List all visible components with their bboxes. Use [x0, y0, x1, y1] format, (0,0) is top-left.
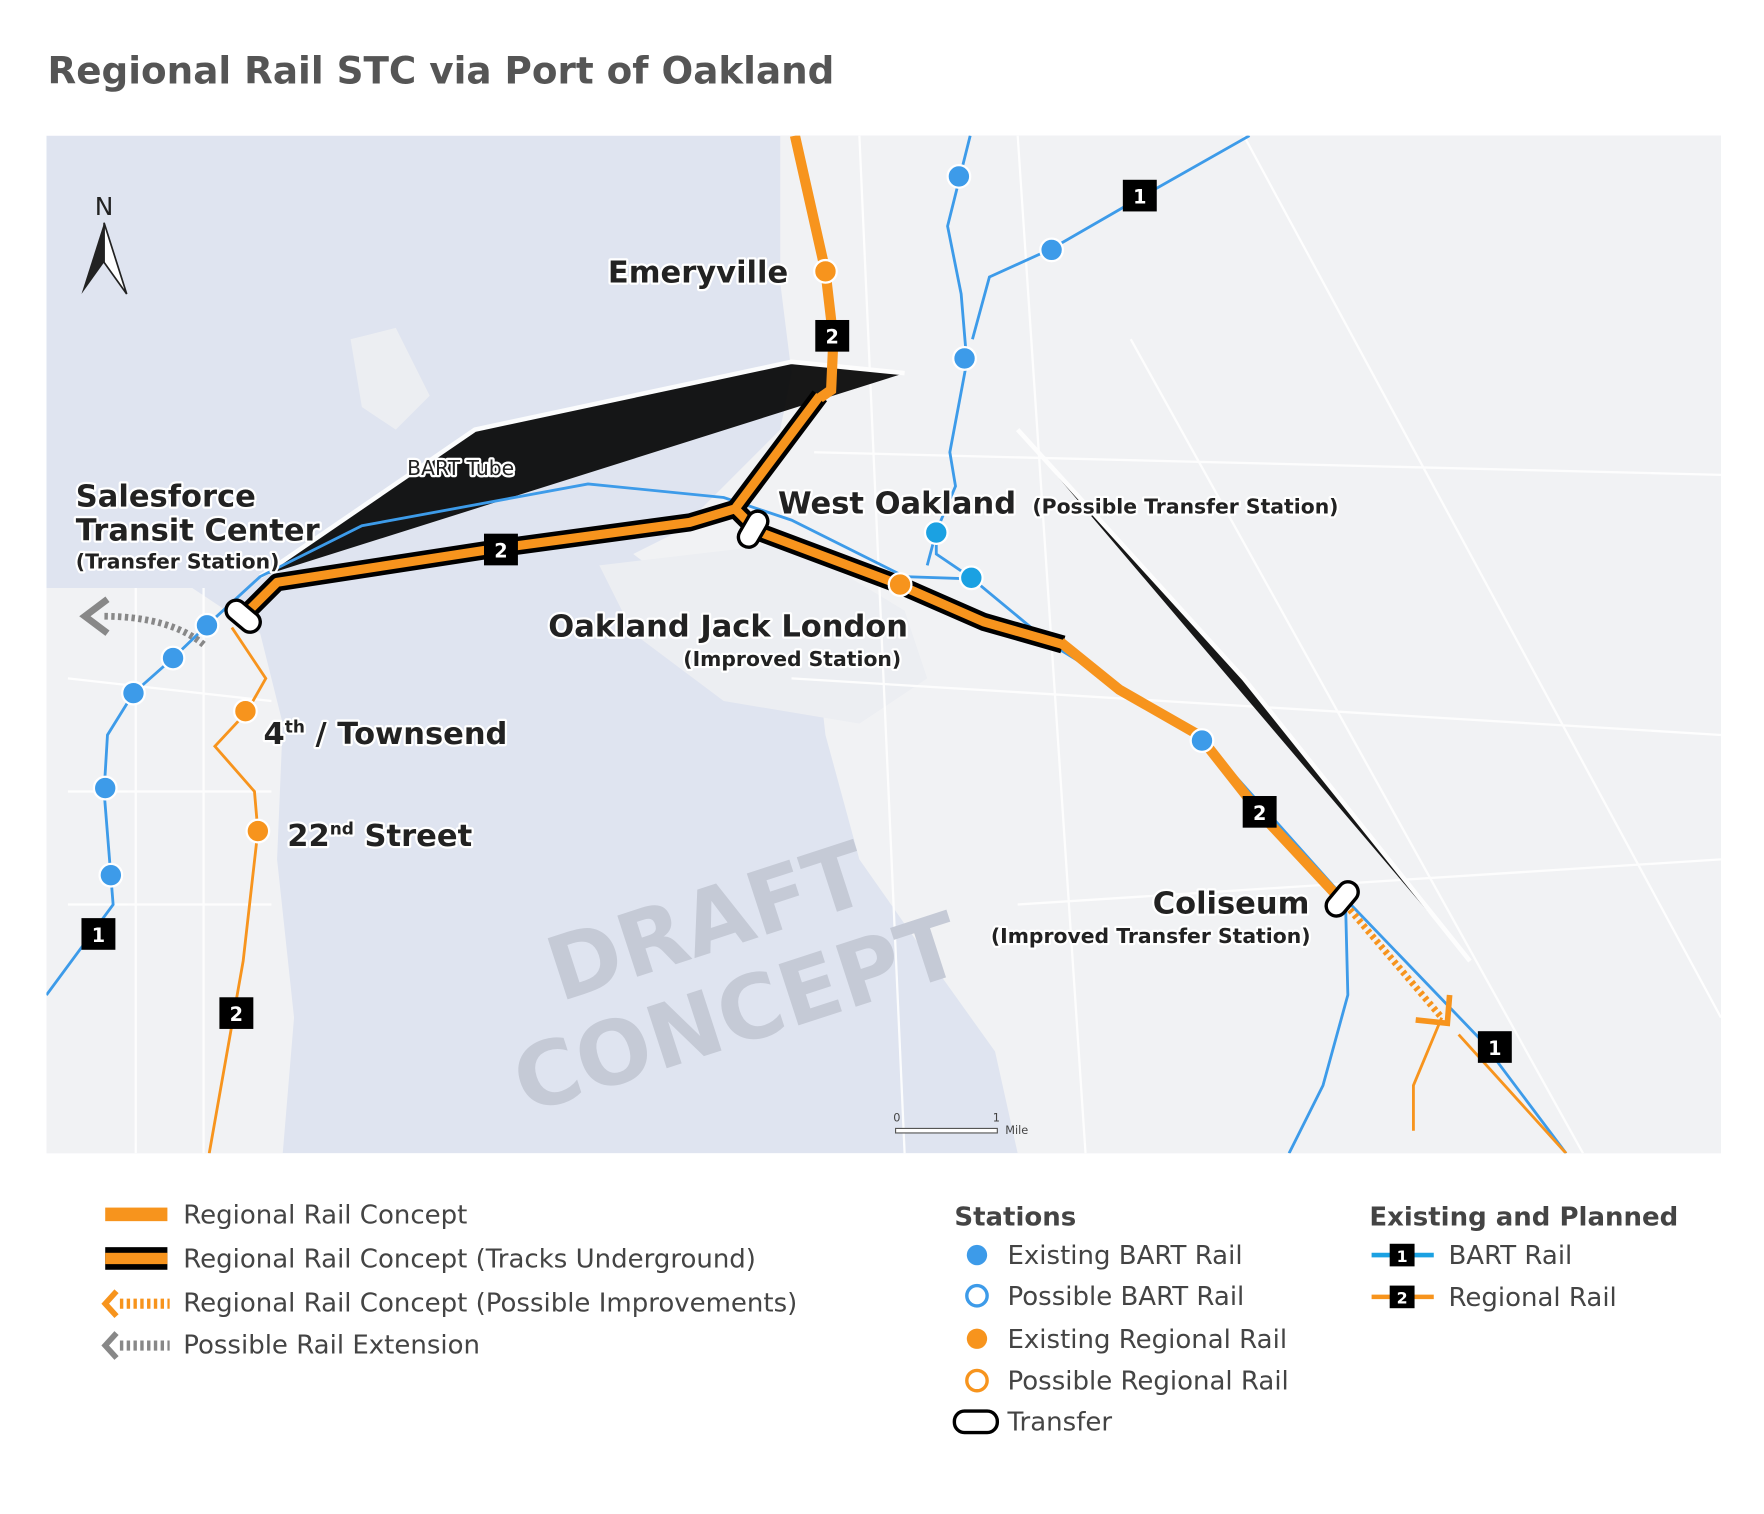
label-salesforce-2: Transit Center	[76, 513, 320, 548]
label-bart-tube: BART Tube	[407, 456, 514, 480]
svg-text:N: N	[95, 192, 114, 221]
label-west-oakland-note: (Possible Transfer Station)	[1032, 494, 1338, 518]
bart-stations	[92, 163, 1215, 888]
label-coliseum-note: (Improved Transfer Station)	[991, 924, 1311, 948]
route-shields: 1 1 1 2 2 2 2	[81, 179, 1512, 1063]
svg-text:1: 1	[1488, 1037, 1501, 1060]
label-west-oakland: West Oakland	[778, 486, 1016, 521]
svg-text:1: 1	[993, 1112, 1000, 1125]
east-bay-land	[633, 135, 1721, 1154]
north-arrow: N	[81, 192, 128, 295]
legend-label: Regional Rail Concept (Tracks Undergroun…	[183, 1245, 756, 1275]
legend-swatch-extension	[101, 1331, 119, 1360]
possible-improvements	[1343, 902, 1445, 1020]
improvement-arrow	[1415, 994, 1453, 1027]
legend: Regional Rail Concept Regional Rail Conc…	[101, 1200, 1678, 1437]
label-salesforce-note: (Transfer Station)	[76, 550, 280, 574]
label-jack-london: Oakland Jack London	[548, 610, 908, 645]
svg-text:2: 2	[1397, 1289, 1408, 1308]
svg-text:Possible BART Rail: Possible BART Rail	[1008, 1282, 1245, 1312]
possible-extension	[101, 612, 206, 648]
svg-text:1: 1	[92, 924, 105, 947]
legend-label: Regional Rail Concept	[183, 1200, 467, 1230]
map-area[interactable]: DRAFT CONCEPT	[46, 135, 1721, 1154]
legend-stations-heading: Stations	[954, 1203, 1076, 1233]
label-22nd-street: 22nd Street	[287, 818, 472, 853]
svg-text:Possible Regional Rail: Possible Regional Rail	[1008, 1367, 1289, 1397]
legend-swatch-improvements	[101, 1289, 119, 1319]
street-grid	[67, 135, 1721, 1154]
svg-text:2: 2	[826, 326, 839, 349]
svg-text:1: 1	[1397, 1247, 1408, 1266]
regional-rail-thin	[207, 626, 1568, 1154]
legend-label: Possible Rail Extension	[183, 1330, 480, 1360]
svg-text:Regional Rail: Regional Rail	[1448, 1283, 1616, 1313]
label-emeryville: Emeryville	[608, 256, 788, 291]
sf-land	[46, 587, 295, 1154]
svg-text:0: 0	[893, 1112, 900, 1125]
regional-stations	[232, 258, 913, 844]
svg-text:Existing BART Rail: Existing BART Rail	[1008, 1241, 1243, 1271]
svg-text:Existing Regional Rail: Existing Regional Rail	[1008, 1325, 1288, 1355]
svg-text:BART Rail: BART Rail	[1448, 1241, 1572, 1271]
svg-text:1: 1	[1133, 186, 1146, 209]
extension-arrow	[79, 596, 110, 636]
legend-label: Regional Rail Concept (Possible Improvem…	[183, 1289, 797, 1319]
legend-existing-heading: Existing and Planned	[1369, 1203, 1678, 1233]
label-coliseum: Coliseum	[1153, 887, 1310, 922]
label-salesforce-1: Salesforce	[76, 480, 256, 515]
svg-text:2: 2	[1253, 802, 1266, 825]
transfer-markers	[224, 509, 1360, 918]
svg-text:Mile: Mile	[1005, 1124, 1028, 1137]
svg-text:Transfer: Transfer	[1007, 1407, 1113, 1437]
alameda-land	[599, 542, 928, 724]
map-title: Regional Rail STC via Port of Oakland	[48, 49, 835, 93]
scale-bar: 0 1 Mile	[893, 1112, 1028, 1137]
legend-swatch-concept	[105, 1207, 168, 1222]
svg-text:2: 2	[230, 1003, 243, 1026]
treasure-island	[350, 327, 430, 430]
label-townsend: 4th / Townsend	[264, 717, 508, 752]
label-jack-london-note: (Improved Station)	[683, 647, 901, 671]
svg-text:2: 2	[494, 539, 507, 562]
